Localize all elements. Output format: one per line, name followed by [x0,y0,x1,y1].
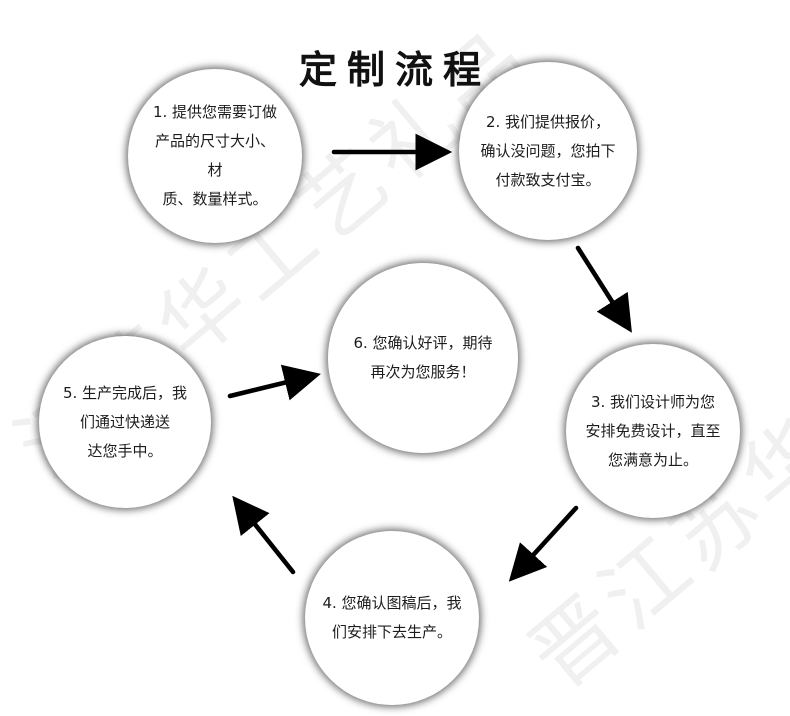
arrow-step4-to-step5 [232,495,296,575]
step-1-text: 1. 提供您需要订做 产品的尺寸大小、材 质、数量样式。 [152,103,278,208]
arrow-step2-to-step3 [575,245,632,333]
step-4-circle: 4. 您确认图稿后，我 们安排下去生产。 [305,531,479,705]
step-6-circle: 6. 您确认好评，期待 再次为您服务！ [328,263,518,453]
arrow-step5-to-step6 [227,364,321,401]
step-2-text: 2. 我们提供报价， 确认没问题，您拍下 付款致支付宝。 [480,112,616,189]
step-5-circle: 5. 生产完成后，我 们通过快递送 达您手中。 [39,336,211,508]
step-6-text: 6. 您确认好评，期待 再次为您服务！ [353,334,493,381]
step-4-text: 4. 您确认图稿后，我 们安排下去生产。 [322,594,462,641]
page-title: 定制流程 [298,47,491,93]
step-2-circle: 2. 我们提供报价， 确认没问题，您拍下 付款致支付宝。 [459,62,637,240]
step-3-circle: 3. 我们设计师为您 安排免费设计，直至 您满意为止。 [566,344,740,518]
step-3-text: 3. 我们设计师为您 安排免费设计，直至 您满意为止。 [585,392,721,469]
step-1-circle: 1. 提供您需要订做 产品的尺寸大小、材 质、数量样式。 [128,69,302,243]
step-5-text: 5. 生产完成后，我 们通过快递送 达您手中。 [62,383,188,460]
arrow-step3-to-step4 [508,505,579,582]
